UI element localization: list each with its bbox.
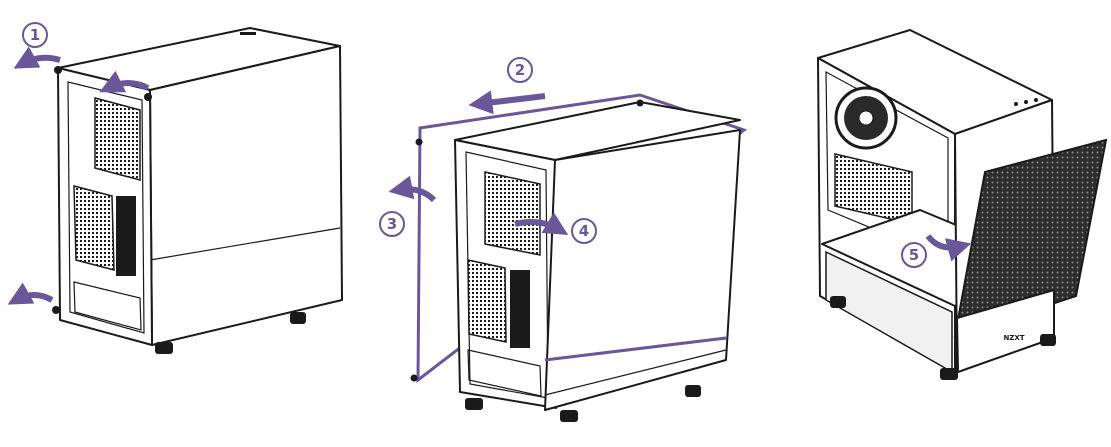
- case-panel-removal: [410, 93, 748, 422]
- case-front-open: [817, 29, 1108, 380]
- rear-fan-vent: [94, 97, 141, 181]
- step-badge-5: 5: [901, 242, 927, 268]
- case-rear-view: [52, 27, 343, 354]
- expansion-slots: [73, 185, 115, 271]
- step-badge-2: 2: [507, 57, 533, 83]
- step-label: 2: [515, 61, 525, 79]
- step-1-arrows: [7, 46, 150, 305]
- step-badge-1: 1: [22, 22, 48, 48]
- step-label: 3: [387, 215, 397, 233]
- step-label: 5: [909, 246, 919, 264]
- step-5-arrow: [925, 234, 972, 262]
- step-label: 4: [579, 222, 589, 240]
- step-2-3-4-arrows: [388, 90, 569, 235]
- step-badge-4: 4: [571, 218, 597, 244]
- fan-icon: [834, 86, 898, 150]
- step-label: 1: [30, 26, 40, 44]
- step-badge-3: 3: [379, 211, 405, 237]
- front-mesh-panel: [953, 138, 1108, 338]
- brand-logo: NZXT: [1003, 334, 1024, 342]
